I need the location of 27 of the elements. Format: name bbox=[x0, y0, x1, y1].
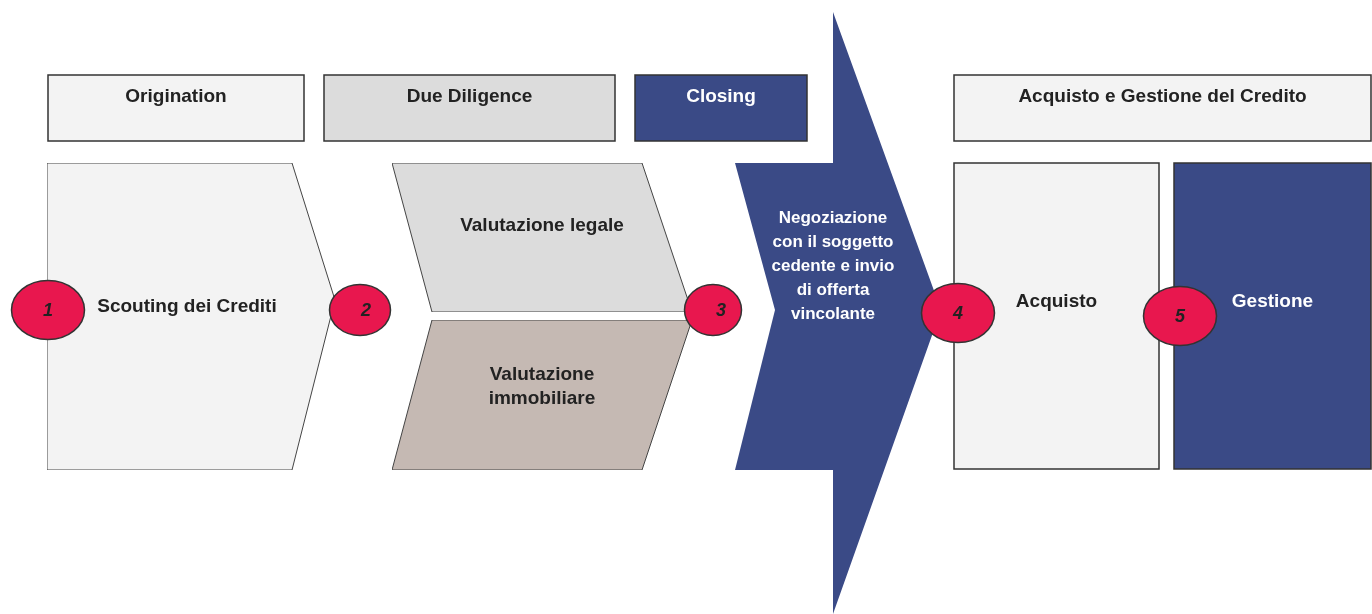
step-number: 3 bbox=[715, 299, 727, 322]
header-box bbox=[323, 74, 616, 142]
step-label: Gestione bbox=[1230, 289, 1315, 313]
phase-title: Closing bbox=[685, 84, 757, 108]
header-box bbox=[953, 74, 1372, 142]
header-box bbox=[634, 74, 808, 142]
step-number: 4 bbox=[951, 302, 964, 325]
step-number-circle bbox=[10, 279, 86, 341]
step-number-circle bbox=[920, 282, 996, 344]
step-label: Acquisto bbox=[1014, 289, 1099, 313]
parallelogram-shape bbox=[392, 320, 692, 470]
step-number-circle bbox=[683, 283, 743, 337]
process-box bbox=[953, 162, 1160, 470]
step-number: 2 bbox=[359, 299, 372, 322]
process-box bbox=[1173, 162, 1372, 470]
step-number: 5 bbox=[1174, 305, 1186, 328]
step-label: Negoziazione con il soggetto cedente e invio di offerta vincolante bbox=[770, 207, 896, 325]
step-label: Valutazione immobiliare bbox=[487, 362, 597, 410]
phase-title: Due Diligence bbox=[405, 84, 534, 108]
step-label: Scouting dei Crediti bbox=[96, 294, 278, 318]
phase-title: Origination bbox=[124, 84, 228, 108]
header-box bbox=[47, 74, 305, 142]
step-number: 1 bbox=[42, 299, 54, 322]
phase-title: Acquisto e Gestione del Credito bbox=[1017, 84, 1308, 108]
step-label: Valutazione legale bbox=[459, 213, 625, 237]
step-number-circle bbox=[1142, 285, 1218, 347]
step-number-circle bbox=[328, 283, 392, 337]
